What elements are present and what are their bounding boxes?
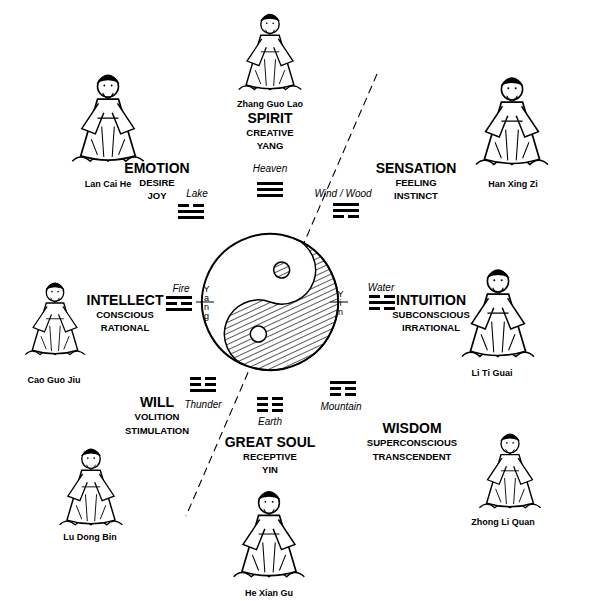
trigram-line	[178, 204, 204, 207]
polarity-label: Yang	[202, 284, 211, 320]
trigram-lake	[178, 204, 204, 219]
trigram-name: Fire	[172, 284, 189, 294]
trigram-wind	[333, 203, 359, 218]
yin-dot	[271, 260, 292, 281]
trigram-water	[369, 295, 395, 310]
aspect-heading: INTELLECT	[87, 293, 164, 307]
immortal-figure	[462, 269, 534, 356]
trigram-line	[190, 383, 216, 386]
trigram-name: Mountain	[320, 402, 361, 412]
trigram-line	[166, 308, 192, 311]
immortal-name: He Xian Gu	[245, 589, 293, 598]
trigram-name: Wind / Wood	[314, 189, 371, 199]
trigram-line	[330, 387, 356, 390]
trigram-line	[257, 403, 283, 406]
immortal-figure	[60, 448, 123, 524]
trigram-line	[333, 215, 359, 218]
aspect-quality: FEELING	[395, 178, 436, 188]
aspect-heading: WILL	[140, 395, 174, 409]
aspect-quality: RATIONAL	[101, 323, 149, 333]
aspect-quality: STIMULATION	[125, 426, 189, 436]
aspect-quality: DESIRE	[139, 178, 174, 188]
aspect-quality: SUBCONSCIOUS	[392, 310, 470, 320]
immortal-name: Zhang Guo Lao	[237, 100, 303, 109]
trigram-mountain	[330, 381, 356, 396]
trigram-line	[333, 209, 359, 212]
aspect-quality: YIN	[262, 465, 278, 475]
immortal-figure	[479, 433, 540, 507]
trigram-line	[257, 397, 283, 400]
aspect-quality: SUPERCONSCIOUS	[367, 438, 457, 448]
aspect-quality: IRRATIONAL	[402, 323, 460, 333]
trigram-line	[257, 194, 283, 197]
yin-yang-symbol	[183, 215, 357, 389]
immortal-name: Li Ti Guai	[472, 369, 513, 378]
yin-yang-outline	[183, 215, 357, 389]
trigram-line	[178, 216, 204, 219]
yin-half	[215, 226, 357, 389]
trigram-line	[190, 377, 216, 380]
trigram-line	[369, 307, 395, 310]
trigram-name: Water	[368, 283, 395, 293]
aspect-quality: INSTINCT	[394, 191, 438, 201]
aspect-heading: GREAT SOUL	[225, 435, 316, 449]
trigram-line	[166, 296, 192, 299]
aspect-heading: WISDOM	[382, 421, 441, 435]
aspect-quality: RECEPTIVE	[243, 452, 297, 462]
polarity-label: Yin	[336, 289, 345, 316]
trigram-earth	[257, 397, 283, 412]
immortal-name: Zhong Li Quan	[471, 518, 535, 527]
aspect-heading: SENSATION	[376, 161, 457, 175]
trigram-fire	[166, 296, 192, 311]
trigram-name: Earth	[258, 417, 282, 427]
immortal-name: Lan Cai He	[85, 180, 132, 189]
trigram-line	[330, 393, 356, 396]
immortal-figure	[476, 77, 548, 164]
trigram-line	[257, 409, 283, 412]
aspect-quality: JOY	[147, 191, 166, 201]
aspect-quality: YANG	[257, 141, 284, 151]
immortal-name: Cao Guo Jiu	[27, 376, 80, 385]
trigram-heaven	[257, 182, 283, 197]
immortal-name: Han Xing Zi	[488, 180, 538, 189]
immortal-figure	[25, 282, 85, 354]
trigram-line	[178, 210, 204, 213]
aspect-quality: CONSCIOUS	[96, 310, 154, 320]
aspect-quality: CREATIVE	[246, 128, 293, 138]
trigram-line	[369, 301, 395, 304]
aspect-quality: TRANSCENDENT	[373, 452, 452, 462]
yin-yang-ground	[183, 215, 357, 389]
trigram-line	[333, 203, 359, 206]
trigram-line	[166, 302, 192, 305]
immortal-figure	[239, 14, 302, 90]
aspect-quality: VOLITION	[135, 412, 180, 422]
aspect-heading: EMOTION	[124, 161, 189, 175]
trigram-thunder	[190, 377, 216, 392]
trigram-line	[257, 188, 283, 191]
trigram-name: Heaven	[253, 164, 287, 174]
trigram-line	[369, 295, 395, 298]
trigram-line	[190, 389, 216, 392]
immortal-name: Lu Dong Bin	[63, 533, 117, 542]
aspect-heading: SPIRIT	[247, 111, 292, 125]
immortal-figure	[234, 491, 305, 577]
trigram-name: Lake	[186, 189, 208, 199]
immortal-figure	[72, 75, 143, 162]
trigram-name: Thunder	[184, 400, 221, 410]
trigram-line	[330, 381, 356, 384]
trigram-line	[257, 182, 283, 185]
aspect-heading: INTUITION	[396, 293, 466, 307]
yang-dot	[248, 324, 269, 345]
